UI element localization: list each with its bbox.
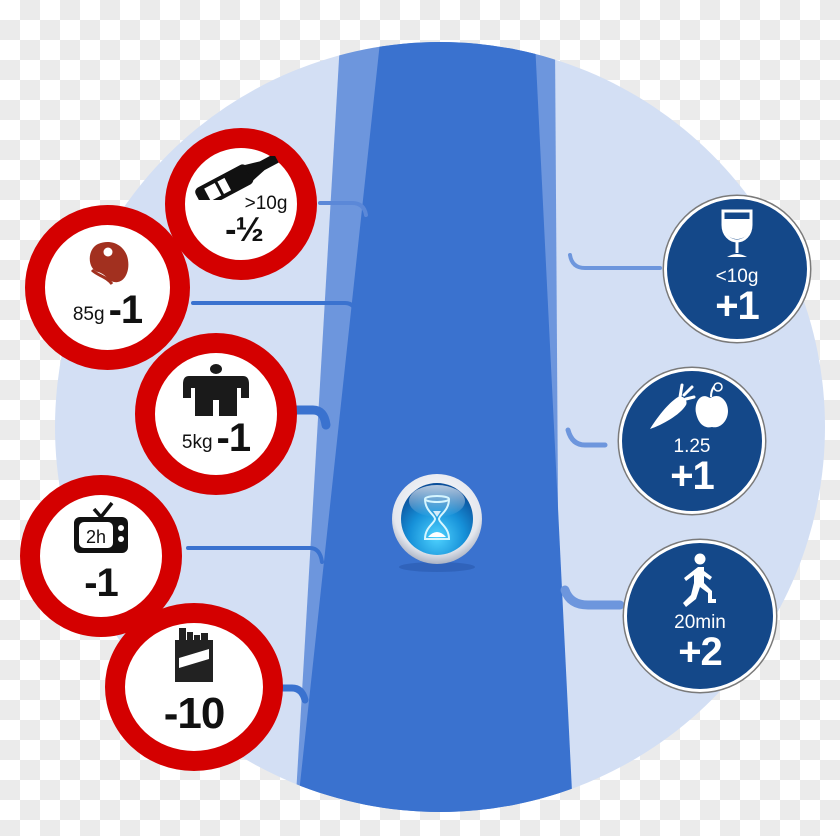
factor-quantity: 5kg — [181, 432, 213, 453]
factor-row: 85g -1 — [72, 287, 144, 332]
factor-quantity: >10g — [244, 192, 288, 214]
factor-quantity: 1.25 — [673, 435, 711, 457]
factor-score: +1 — [715, 283, 760, 328]
factor-exercise: 20min +2 — [624, 540, 776, 692]
hourglass-icon — [392, 474, 482, 572]
factor-score: -10 — [163, 689, 226, 738]
tv-icon: 2h — [74, 501, 128, 553]
factor-score: -1 — [84, 561, 119, 605]
cigarette-pack-icon — [175, 628, 213, 682]
factor-quantity: 20min — [674, 611, 726, 633]
person-icon — [183, 364, 249, 416]
factor-quantity: <10g — [715, 265, 759, 287]
factor-red-meat: 85g -1 — [25, 205, 190, 370]
wine-glass-icon — [721, 209, 753, 257]
wine-bottle-icon — [195, 155, 279, 200]
factor-smoking: -10 — [105, 603, 283, 771]
factor-fruit-veg: 1.25 +1 — [619, 368, 765, 514]
factor-score: -1 — [108, 287, 144, 332]
factor-score: -½ — [225, 210, 264, 249]
factor-score: +2 — [678, 629, 723, 674]
factor-overweight: 5kg -1 — [135, 333, 297, 495]
time-river — [295, 42, 573, 812]
factor-quantity: 85g — [72, 303, 105, 325]
factor-row: 5kg -1 — [181, 416, 252, 460]
running-person-icon — [683, 553, 716, 607]
factor-alcohol-low: <10g +1 — [664, 196, 810, 342]
carrot-apple-icon — [650, 381, 728, 429]
factor-alcohol-high: >10g -½ — [165, 128, 317, 280]
svg-text:2h: 2h — [86, 527, 106, 547]
factor-score: +1 — [670, 453, 715, 498]
steak-icon — [89, 241, 128, 285]
factor-score: -1 — [216, 416, 252, 460]
